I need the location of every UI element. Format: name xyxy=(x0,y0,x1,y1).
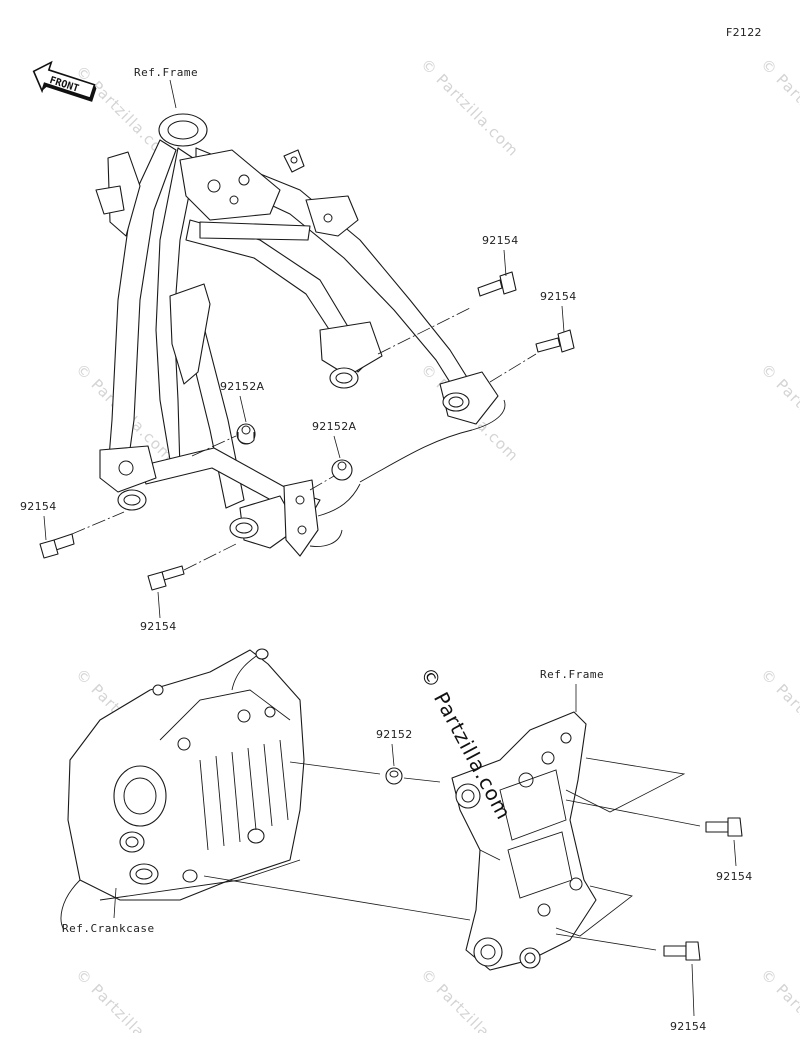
ref-frame-label: Ref.Frame xyxy=(134,66,198,79)
part-number-label: 92152A xyxy=(220,380,264,393)
bolt-92154 xyxy=(39,533,75,559)
leader-line xyxy=(561,305,565,333)
reference-line xyxy=(71,511,125,535)
reference-line xyxy=(555,885,633,937)
reference-line xyxy=(555,933,657,951)
outline-curve xyxy=(317,483,361,517)
outline-curve xyxy=(359,399,506,483)
watermark-text: © Partzilla.com xyxy=(417,965,522,1033)
bolt-92154 xyxy=(705,817,743,837)
engine-mount-bracket xyxy=(451,711,597,971)
bolt-92154 xyxy=(147,565,185,591)
ref-frame-label: Ref.Frame xyxy=(540,668,604,681)
leader-line xyxy=(691,963,695,1017)
part-number-label: 92152A xyxy=(312,420,356,433)
spacer-92152a xyxy=(331,459,353,481)
front-arrow-icon: FRONT xyxy=(32,60,97,102)
watermark-text: © Partzilla.com xyxy=(72,965,177,1033)
watermark-text: © Partzilla.com xyxy=(757,965,800,1033)
bolt-92154 xyxy=(535,329,575,353)
reference-line xyxy=(565,757,686,813)
bolt-92154 xyxy=(477,271,517,297)
spacer-92152a xyxy=(236,423,256,445)
part-number-label: 92152 xyxy=(376,728,413,741)
watermark-text: © Partzilla.com xyxy=(757,665,800,770)
crankcase xyxy=(60,648,305,931)
part-number-label: 92154 xyxy=(140,620,177,633)
outline-curve xyxy=(309,529,343,547)
leader-line xyxy=(391,743,395,767)
watermark-text: © Partzilla.com xyxy=(757,360,800,465)
part-number-label: 92154 xyxy=(670,1020,707,1033)
reference-line xyxy=(203,875,471,921)
leader-line xyxy=(733,839,737,867)
part-number-label: 92154 xyxy=(20,500,57,513)
leader-line xyxy=(239,395,247,423)
main-frame xyxy=(95,113,499,557)
reference-line xyxy=(191,435,237,457)
reference-line xyxy=(403,777,441,783)
part-number-label: 92154 xyxy=(540,290,577,303)
reference-line xyxy=(377,307,471,355)
watermark-text: © Partzilla.com xyxy=(757,55,800,160)
reference-line xyxy=(183,543,237,571)
leader-line xyxy=(169,79,177,109)
reference-line xyxy=(489,353,537,383)
reference-line xyxy=(565,799,701,827)
bolt-92154 xyxy=(663,941,701,961)
leader-line xyxy=(503,249,507,277)
leader-line xyxy=(333,435,341,459)
figure-code: F2122 xyxy=(726,26,762,39)
ref-crankcase-label: Ref.Crankcase xyxy=(62,922,155,935)
part-number-label: 92154 xyxy=(482,234,519,247)
reference-line xyxy=(309,475,335,491)
part-number-label: 92154 xyxy=(716,870,753,883)
leader-line xyxy=(157,591,161,619)
watermark-text: © Partzilla.com xyxy=(417,55,522,160)
leader-line xyxy=(113,887,117,919)
leader-line xyxy=(43,515,47,541)
reference-line xyxy=(289,761,381,775)
collar-92152 xyxy=(385,767,403,785)
